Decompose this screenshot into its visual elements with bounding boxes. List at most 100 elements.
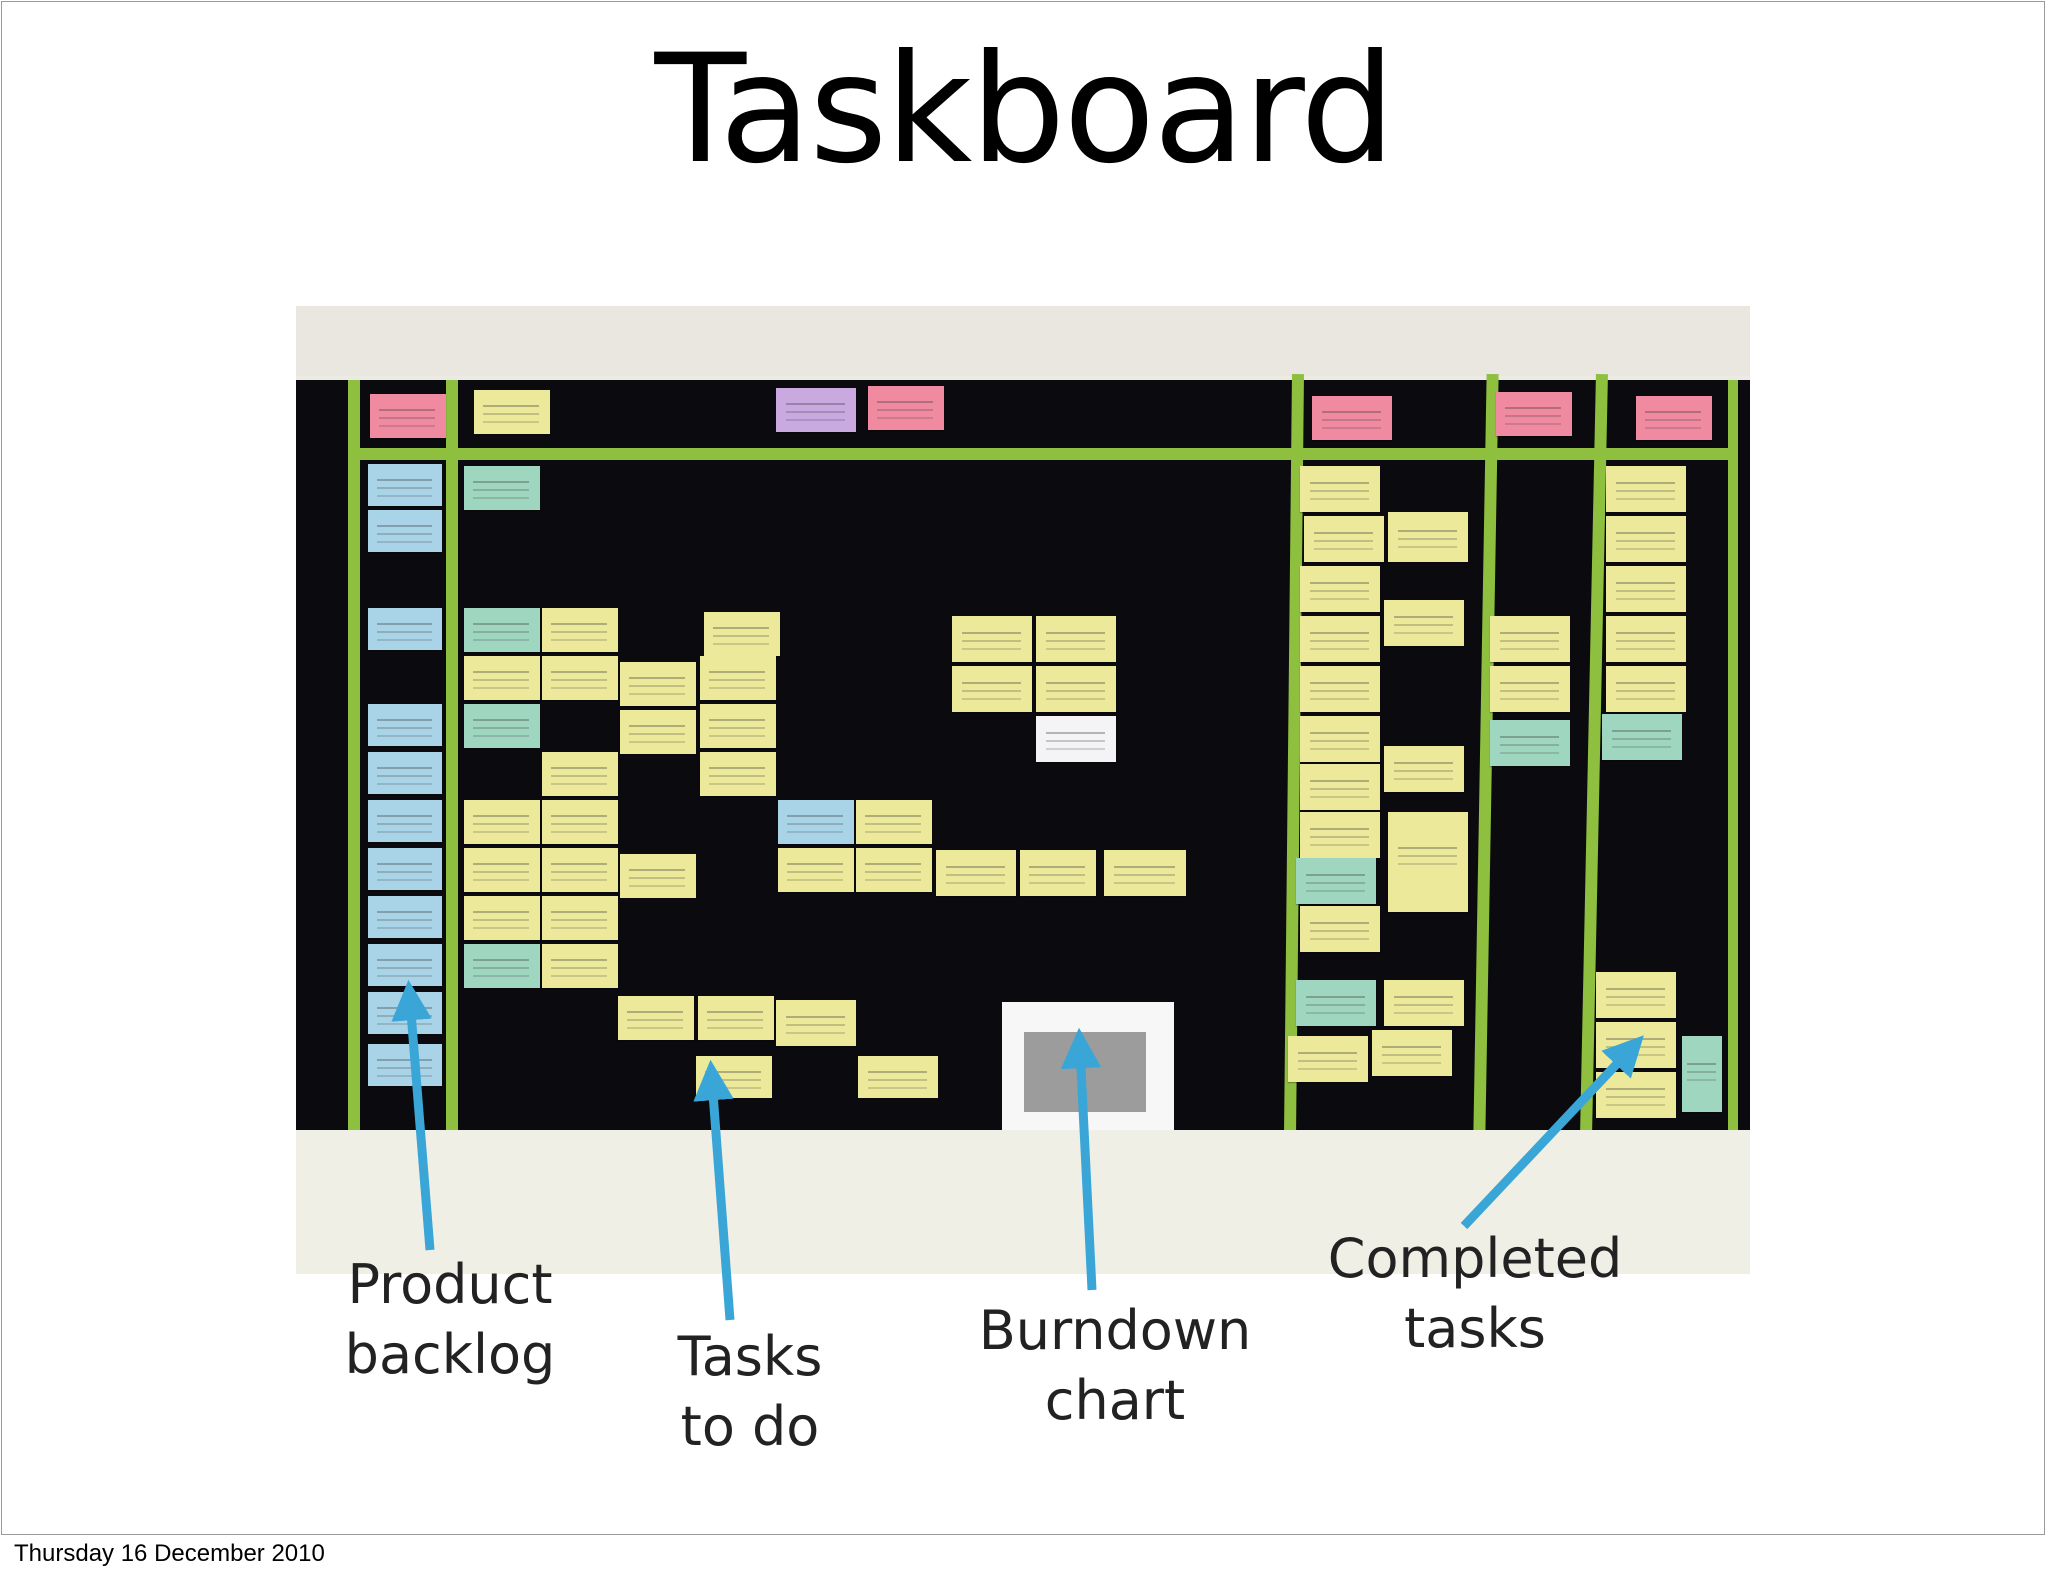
floor (296, 1130, 1750, 1274)
task-card (776, 1000, 856, 1046)
done-card (1606, 666, 1686, 712)
label-line: Tasks (677, 1325, 823, 1388)
done-card (1602, 714, 1682, 760)
header-card-story (370, 394, 446, 438)
backlog-card (368, 896, 442, 938)
tape-vertical-2 (446, 380, 458, 1130)
task-card (464, 848, 540, 892)
backlog-card (368, 464, 442, 506)
backlog-card (368, 800, 442, 842)
task-card (542, 800, 618, 844)
task-card (464, 608, 540, 652)
task-card (464, 466, 540, 510)
label-line: to do (680, 1395, 820, 1458)
task-card (856, 800, 932, 844)
task-card (1036, 666, 1116, 712)
in-progress-card (1296, 858, 1376, 904)
arrow-product-backlog (391, 979, 435, 1251)
in-progress-card (1384, 980, 1464, 1026)
in-progress-card (1372, 1030, 1452, 1076)
task-card (1020, 850, 1096, 896)
done-card (1606, 516, 1686, 562)
task-card (858, 1056, 938, 1098)
label-line: Product (347, 1253, 553, 1316)
backlog-card (368, 752, 442, 794)
task-card (464, 800, 540, 844)
arrow-tasks-to-do (693, 1059, 735, 1321)
task-card (542, 656, 618, 700)
task-card (542, 848, 618, 892)
in-progress-card (1300, 812, 1380, 858)
header-card (474, 390, 550, 434)
backlog-card (368, 704, 442, 746)
task-card (1036, 716, 1116, 762)
task-card (542, 944, 618, 988)
task-card (464, 704, 540, 748)
backlog-card (368, 848, 442, 890)
review-card (1490, 616, 1570, 662)
done-card (1682, 1036, 1722, 1112)
task-card (778, 800, 854, 844)
header-card (776, 388, 856, 432)
task-card (620, 662, 696, 706)
task-card (952, 616, 1032, 662)
task-card (620, 710, 696, 754)
task-card (620, 854, 696, 898)
label-product-backlog: Product backlog (330, 1250, 570, 1390)
header-card-tasks (868, 386, 944, 430)
in-progress-card (1384, 600, 1464, 646)
done-card (1606, 616, 1686, 662)
header-card (1312, 396, 1392, 440)
arrow-burndown-chart (1060, 1027, 1102, 1291)
task-card (936, 850, 1016, 896)
task-card (778, 848, 854, 892)
in-progress-card (1388, 512, 1468, 562)
task-card (1036, 616, 1116, 662)
task-card (952, 666, 1032, 712)
in-progress-card (1288, 1036, 1368, 1082)
in-progress-card (1300, 566, 1380, 612)
done-card (1606, 466, 1686, 512)
slide-title: Taskboard (654, 23, 1396, 197)
header-card (1496, 392, 1572, 436)
label-line: chart (1044, 1369, 1186, 1432)
task-card (698, 996, 774, 1040)
task-card (542, 608, 618, 652)
review-card (1490, 666, 1570, 712)
in-progress-card (1300, 616, 1380, 662)
in-progress-card (1304, 516, 1384, 562)
in-progress-card (1388, 812, 1468, 912)
task-card (542, 896, 618, 940)
in-progress-card (1384, 746, 1464, 792)
tape-horizontal (348, 448, 1728, 460)
header-card-done (1636, 396, 1712, 440)
in-progress-card (1300, 466, 1380, 512)
tape-vertical-6 (1728, 380, 1738, 1130)
task-card (464, 944, 540, 988)
review-card (1490, 720, 1570, 766)
task-card (618, 996, 694, 1040)
in-progress-card (1300, 666, 1380, 712)
done-card (1596, 1072, 1676, 1118)
task-card (700, 656, 776, 700)
task-card (1104, 850, 1186, 896)
backlog-card (368, 510, 442, 552)
in-progress-card (1300, 716, 1380, 762)
backlog-card (368, 944, 442, 986)
task-card (704, 612, 780, 656)
taskboard-photo (296, 306, 1750, 1274)
task-card (700, 752, 776, 796)
backlog-card (368, 1044, 442, 1086)
in-progress-card (1300, 906, 1380, 952)
done-card (1596, 972, 1676, 1018)
task-card (700, 704, 776, 748)
label-tasks-to-do: Tasks to do (640, 1322, 860, 1462)
label-line: Completed (1327, 1227, 1623, 1290)
label-completed-tasks: Completed tasks (1310, 1224, 1640, 1364)
in-progress-card (1300, 764, 1380, 810)
black-board (296, 373, 1750, 1135)
backlog-card (368, 608, 442, 650)
tape-vertical-1 (348, 380, 360, 1130)
arrow-completed-tasks (1460, 1035, 1644, 1230)
